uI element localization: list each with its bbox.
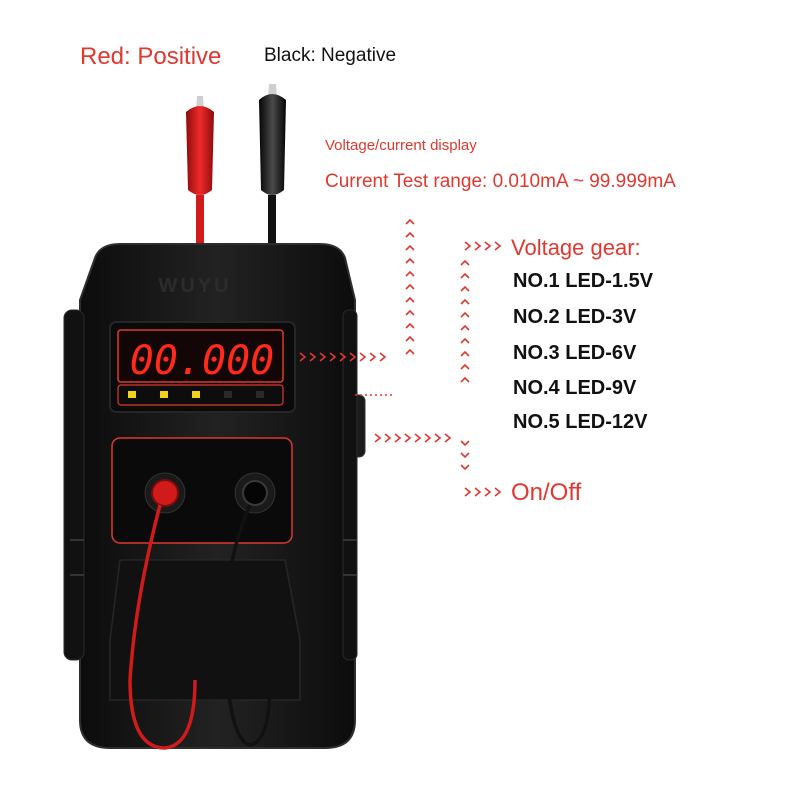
chevron-icon (460, 350, 470, 357)
chevron-icon (394, 433, 402, 443)
brand-logo: WUYU (158, 275, 231, 297)
chevron-icon (444, 433, 452, 443)
chevron-icon (405, 231, 415, 238)
arrow-guides (299, 218, 502, 497)
chevron-icon (460, 259, 470, 266)
chevron-icon (460, 272, 470, 279)
display-reading: 00.000 (130, 338, 275, 384)
led-indicator (256, 391, 264, 398)
chevron-icon (460, 324, 470, 331)
display-title-label: Voltage/current display (325, 137, 477, 154)
led-indicator (224, 391, 232, 398)
chevron-icon (405, 283, 415, 290)
led-indicator (160, 391, 168, 398)
chevron-icon (464, 241, 472, 251)
chevron-icon (460, 452, 470, 459)
chevron-icon (405, 218, 415, 225)
chevron-icon (405, 335, 415, 342)
chevron-icon (460, 285, 470, 292)
voltage-gear-item: NO.2 LED-3V (513, 306, 637, 328)
voltage-gear-item: NO.1 LED-1.5V (513, 270, 654, 292)
chevron-icon (460, 464, 470, 471)
chevron-icon (484, 241, 492, 251)
black-alligator-clip (259, 84, 286, 250)
on-off-label: On/Off (511, 479, 582, 506)
chevron-icon (359, 352, 367, 362)
chevron-icon (405, 322, 415, 329)
chevron-icon (474, 487, 482, 497)
chevron-icon (405, 309, 415, 316)
led-strip (117, 384, 284, 406)
chevron-icon (474, 241, 482, 251)
chevron-icon (405, 270, 415, 277)
chevron-icon (460, 311, 470, 318)
chevron-icon (405, 244, 415, 251)
chevron-icon (460, 376, 470, 383)
chevron-icon (460, 363, 470, 370)
chevron-icon (460, 440, 470, 447)
red-alligator-clip (186, 96, 214, 250)
chevron-icon (404, 433, 412, 443)
voltage-gear-title: Voltage gear: (511, 235, 641, 260)
chevron-icon (494, 487, 502, 497)
chevron-icon (309, 352, 317, 362)
red-test-lead (128, 504, 197, 750)
chevron-icon (460, 298, 470, 305)
chevron-icon (405, 296, 415, 303)
voltage-gear-item: NO.3 LED-6V (513, 342, 637, 364)
display-highlight (117, 329, 284, 383)
voltage-gear-item: NO.4 LED-9V (513, 377, 637, 399)
chevron-icon (339, 352, 347, 362)
led-indicator (128, 391, 136, 398)
chevron-icon (379, 352, 387, 362)
chevron-icon (405, 257, 415, 264)
chevron-icon (460, 337, 470, 344)
chevron-icon (369, 352, 377, 362)
chevron-icon (494, 241, 502, 251)
led-indicator (192, 391, 200, 398)
chevron-icon (319, 352, 327, 362)
black-negative-label: Black: Negative (264, 45, 397, 66)
chevron-icon (484, 487, 492, 497)
chevron-icon (329, 352, 337, 362)
chevron-icon (299, 352, 307, 362)
black-test-lead (223, 504, 272, 747)
chevron-icon (405, 348, 415, 355)
chevron-icon (384, 433, 392, 443)
voltage-gear-item: NO.5 LED-12V (513, 411, 648, 433)
chevron-icon (434, 433, 442, 443)
chevron-icon (464, 487, 472, 497)
chevron-icon (374, 433, 382, 443)
chevron-icon (349, 352, 357, 362)
current-range-label: Current Test range: 0.010mA ~ 99.999mA (325, 171, 676, 192)
chevron-icon (414, 433, 422, 443)
chevron-icon (424, 433, 432, 443)
red-positive-label: Red: Positive (80, 43, 222, 70)
